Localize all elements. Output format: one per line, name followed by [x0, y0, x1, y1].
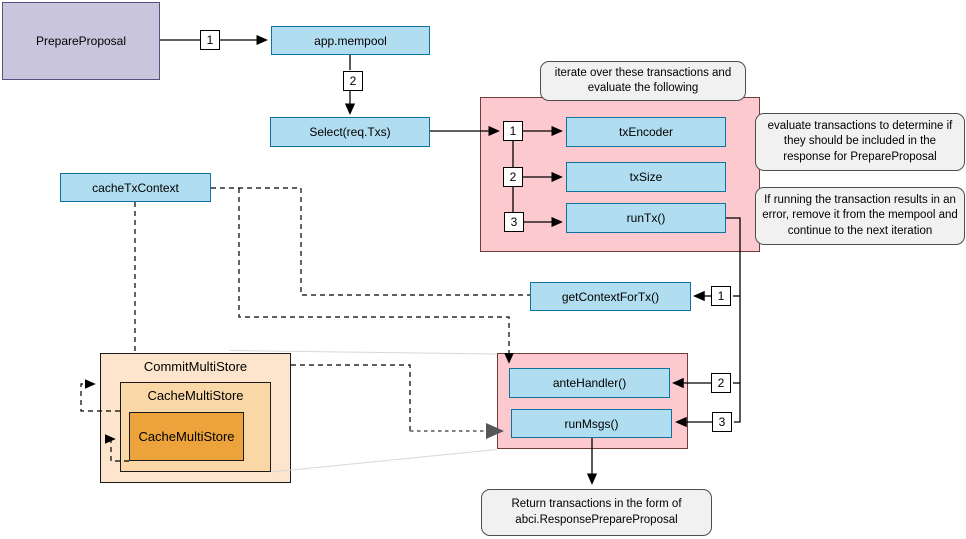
get-context-for-tx-node: getContextForTx()	[530, 282, 691, 311]
note-iterate-line1: iterate over these transactions and	[554, 66, 732, 79]
tx-size-label: txSize	[629, 170, 663, 184]
note-return-line2: abci.ResponsePrepareProposal	[515, 513, 678, 526]
note-on-error-line2: error, remove it from the mempool and	[762, 209, 958, 222]
commit-multi-store-label: CommitMultiStore	[143, 359, 248, 374]
note-evaluate-line3: response for PrepareProposal	[783, 150, 937, 163]
cache-tx-context-label: cacheTxContext	[92, 180, 179, 195]
step-badge-top-1-label: 1	[206, 33, 214, 47]
prepare-proposal-label: PrepareProposal	[35, 34, 127, 48]
get-context-for-tx-label: getContextForTx()	[561, 289, 660, 304]
note-iterate-line2: evaluate the following	[587, 82, 699, 94]
run-msgs-label: runMsgs()	[564, 416, 619, 431]
step-badge-right-2-label: 2	[717, 376, 725, 390]
note-evaluate: evaluate transactions to determine if th…	[755, 113, 965, 171]
tx-size-node: txSize	[566, 162, 726, 192]
step-badge-inner-1: 1	[503, 121, 523, 141]
solid-flow-arrows	[160, 34, 741, 485]
step-badge-top-2-label: 2	[349, 74, 357, 88]
tx-encoder-node: txEncoder	[566, 117, 726, 147]
note-return: Return transactions in the form of abci.…	[481, 489, 712, 536]
step-badge-right-3-label: 3	[718, 415, 726, 429]
note-evaluate-line2: they should be included in the	[783, 135, 937, 148]
run-msgs-node: runMsgs()	[511, 409, 672, 438]
prepare-proposal-node: PrepareProposal	[2, 2, 160, 80]
app-mempool-label: app.mempool	[314, 33, 387, 48]
note-iterate: iterate over these transactions and eval…	[540, 61, 746, 101]
step-badge-inner-3: 3	[504, 212, 524, 232]
step-badge-right-1-label: 1	[717, 289, 725, 303]
cache-multi-store-inner-box: CacheMultiStore	[129, 412, 244, 461]
app-mempool-node: app.mempool	[271, 26, 430, 55]
ante-handler-node: anteHandler()	[509, 368, 670, 398]
step-badge-right-1: 1	[711, 286, 731, 306]
step-badge-right-3: 3	[712, 412, 732, 432]
step-badge-right-2: 2	[711, 373, 731, 393]
step-badge-inner-2-label: 2	[509, 170, 517, 184]
step-badge-top-1: 1	[200, 30, 220, 50]
select-txs-node: Select(req.Txs)	[270, 117, 430, 147]
step-badge-inner-2: 2	[503, 167, 523, 187]
note-on-error-line1: If running the transaction results in an	[764, 194, 956, 207]
step-badge-inner-3-label: 3	[510, 215, 518, 229]
cache-multi-store-outer-label: CacheMultiStore	[147, 388, 244, 403]
select-txs-label: Select(req.Txs)	[309, 125, 391, 139]
cache-tx-context-node: cacheTxContext	[60, 173, 211, 202]
step-badge-inner-1-label: 1	[509, 124, 517, 138]
ante-handler-label: anteHandler()	[552, 376, 627, 390]
dashed-context-wires	[80, 187, 530, 462]
note-return-line1: Return transactions in the form of	[511, 498, 682, 511]
note-on-error-line3: continue to the next iteration	[787, 224, 933, 237]
run-tx-label: runTx()	[626, 211, 666, 225]
zoom-guide-lines	[229, 350, 498, 473]
cache-multi-store-inner-label: CacheMultiStore	[138, 429, 235, 444]
note-on-error: If running the transaction results in an…	[755, 187, 965, 245]
note-evaluate-line1: evaluate transactions to determine if	[767, 120, 953, 133]
tx-encoder-label: txEncoder	[618, 125, 674, 139]
step-badge-top-2: 2	[343, 71, 363, 91]
run-tx-node: runTx()	[566, 203, 726, 233]
